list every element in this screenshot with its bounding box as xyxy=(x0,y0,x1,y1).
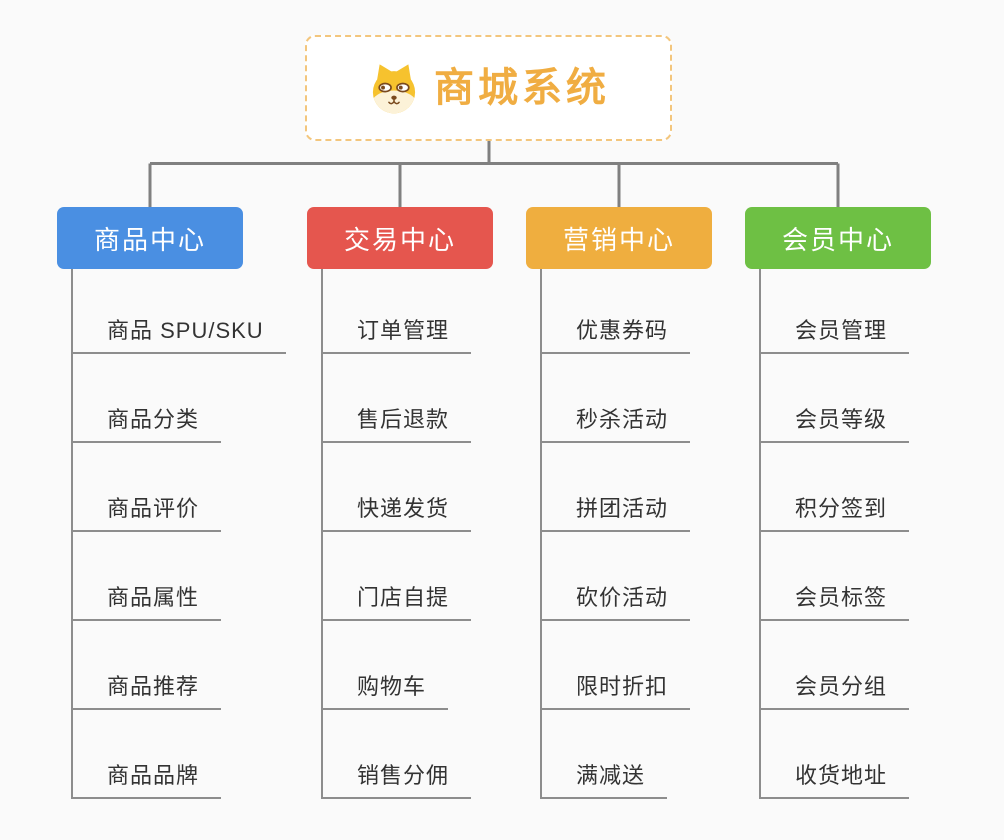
leaf-topic[interactable]: 砍价活动 xyxy=(540,587,691,621)
leaf-topic[interactable]: 限时折扣 xyxy=(540,676,691,710)
branch-node-member-center[interactable]: 会员中心 xyxy=(745,207,931,269)
root-topic[interactable]: 商城系统 xyxy=(305,35,672,141)
leaf-topic[interactable]: 会员管理 xyxy=(759,320,910,354)
leaf-topic[interactable]: 商品 SPU/SKU xyxy=(71,320,286,354)
leaf-topic[interactable]: 快递发货 xyxy=(321,498,472,532)
leaf-topic[interactable]: 销售分佣 xyxy=(321,765,472,799)
leaf-topic[interactable]: 商品评价 xyxy=(71,498,222,532)
dog-face-icon xyxy=(367,61,421,115)
leaf-topic[interactable]: 商品分类 xyxy=(71,409,222,443)
leaf-topic[interactable]: 商品品牌 xyxy=(71,765,222,799)
leaf-topic[interactable]: 会员等级 xyxy=(759,409,910,443)
leaf-topic[interactable]: 商品推荐 xyxy=(71,676,222,710)
leaf-topic[interactable]: 门店自提 xyxy=(321,587,472,621)
leaf-topic[interactable]: 秒杀活动 xyxy=(540,409,691,443)
branch-node-marketing-center[interactable]: 营销中心 xyxy=(526,207,712,269)
root-topic-label: 商城系统 xyxy=(434,66,610,110)
leaf-topic[interactable]: 满减送 xyxy=(540,765,668,799)
branch-node-product-center[interactable]: 商品中心 xyxy=(57,207,243,269)
leaf-topic[interactable]: 购物车 xyxy=(321,676,449,710)
leaf-topic[interactable]: 订单管理 xyxy=(321,320,472,354)
leaf-topic[interactable]: 售后退款 xyxy=(321,409,472,443)
leaf-topic[interactable]: 会员分组 xyxy=(759,676,910,710)
leaf-topic[interactable]: 会员标签 xyxy=(759,587,910,621)
leaf-topic[interactable]: 收货地址 xyxy=(759,765,910,799)
leaf-topic[interactable]: 优惠券码 xyxy=(540,320,691,354)
leaf-topic[interactable]: 积分签到 xyxy=(759,498,910,532)
branch-node-trade-center[interactable]: 交易中心 xyxy=(307,207,493,269)
leaf-topic[interactable]: 商品属性 xyxy=(71,587,222,621)
leaf-topic[interactable]: 拼团活动 xyxy=(540,498,691,532)
